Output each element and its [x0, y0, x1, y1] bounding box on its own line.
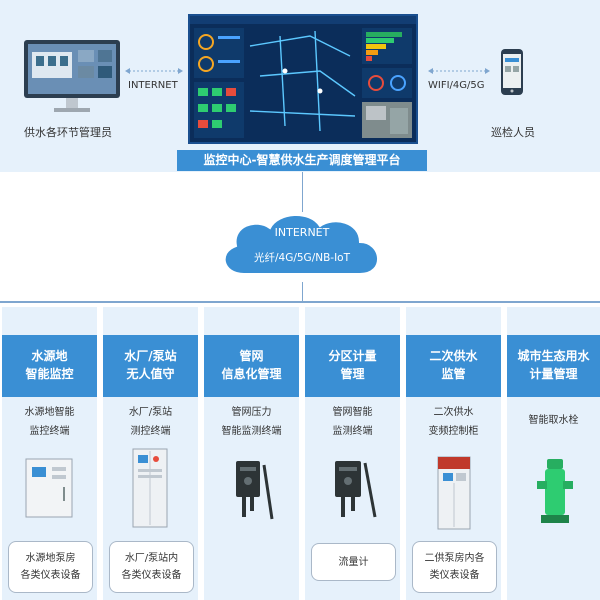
- column-title: 管网信息化管理: [204, 335, 299, 397]
- control-cabinet-icon: [25, 458, 73, 518]
- column-title: 水厂/泵站无人值守: [103, 335, 198, 397]
- column-device-label: 管网压力智能监测终端: [221, 407, 282, 437]
- column-eco-water: 城市生态用水计量管理 智能取水栓: [507, 307, 600, 600]
- smartphone-icon: [501, 49, 523, 95]
- tall-cabinet-icon: [132, 448, 168, 528]
- dashboard-map-icon: [190, 16, 416, 138]
- column-device-label: 二次供水变频控制柜: [428, 407, 479, 437]
- bidirectional-arrow-icon: [125, 68, 183, 74]
- hydrant-icon: [537, 459, 573, 523]
- column-device-label: 水厂/泵站测控终端: [128, 407, 173, 437]
- internet-left-label: INTERNET: [128, 80, 178, 91]
- vfd-cabinet-icon: [437, 456, 471, 530]
- column-device-label: 水源地智能监控终端: [24, 407, 75, 437]
- admin-label: 供水各环节管理员: [24, 126, 112, 139]
- column-zone-metering: 分区计量管理 管网智能监测终端 流量计: [305, 307, 400, 600]
- column-title: 城市生态用水计量管理: [507, 335, 600, 397]
- cloud-drop-line: [302, 282, 303, 302]
- distribution-line: [0, 301, 600, 303]
- column-water-plant: 水厂/泵站无人值守 水厂/泵站测控终端 水厂/泵站内各类仪表设备: [103, 307, 198, 600]
- cloud-line2: 光纤/4G/5G/NB-IoT: [253, 252, 351, 264]
- column-pipe-network: 管网信息化管理 管网压力智能监测终端: [204, 307, 299, 600]
- sub-device-box: 二供泵房内各类仪表设备: [412, 541, 497, 593]
- cloud-icon: [223, 213, 379, 275]
- bidirectional-arrow-right-icon: [428, 68, 490, 74]
- sub-device-box: 流量计: [311, 543, 396, 581]
- column-title: 水源地智能监控: [2, 335, 97, 397]
- column-device-label: 智能取水栓: [528, 415, 579, 426]
- platform-banner: 监控中心-智慧供水生产调度管理平台: [177, 150, 427, 171]
- sub-device-box: 水厂/泵站内各类仪表设备: [109, 541, 194, 593]
- connector-line: [302, 172, 303, 212]
- column-device-label: 管网智能监测终端: [332, 407, 373, 437]
- inspector-label: 巡检人员: [491, 126, 535, 139]
- column-water-source: 水源地智能监控 水源地智能监控终端 水源地泵房各类仪表设备: [2, 307, 97, 600]
- cloud-line1: INTERNET: [274, 226, 330, 239]
- sub-device-box: 水源地泵房各类仪表设备: [8, 541, 93, 593]
- pressure-terminal-icon: [236, 461, 274, 520]
- column-title: 分区计量管理: [305, 335, 400, 397]
- monitoring-terminal-icon: [335, 461, 377, 518]
- wifi-label: WIFI/4G/5G: [428, 80, 485, 91]
- column-title: 二次供水监管: [406, 335, 501, 397]
- column-secondary-supply: 二次供水监管 二次供水变频控制柜 二供泵房内各类仪表设备: [406, 307, 501, 600]
- monitor-icon: [24, 40, 120, 112]
- dashboard-screen: [188, 14, 418, 144]
